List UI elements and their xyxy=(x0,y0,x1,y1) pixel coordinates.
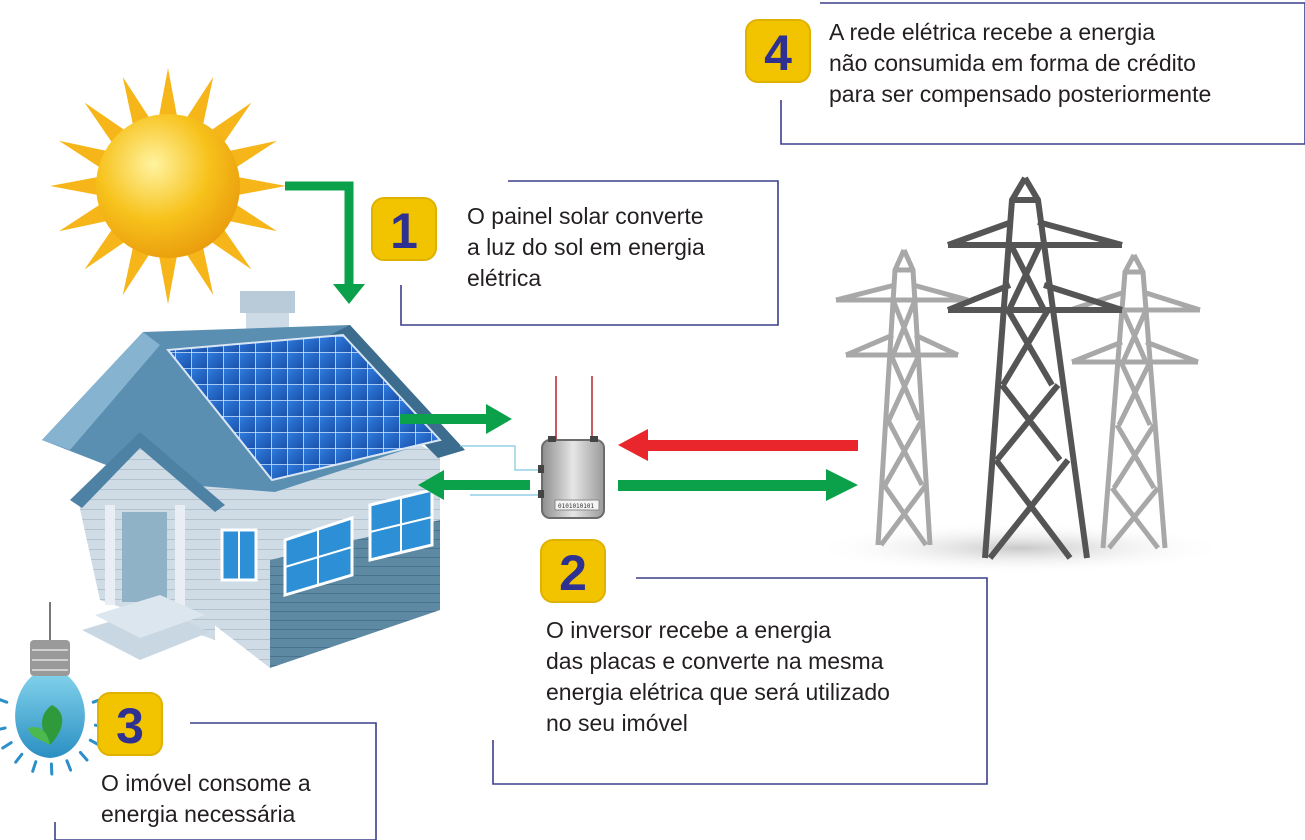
bulb-glow-ray xyxy=(78,751,89,762)
bulb-glow-ray xyxy=(0,726,7,731)
step-3-badge: 3 xyxy=(97,692,163,756)
solar-panel-icon xyxy=(166,333,442,482)
step-3-text: O imóvel consome a energia necessária xyxy=(101,770,311,827)
step-4-text: A rede elétrica recebe a energia não con… xyxy=(829,19,1212,107)
step-1-text: O painel solar converte a luz do sol em … xyxy=(467,203,705,291)
callout-lines xyxy=(54,2,1305,840)
sun-ray xyxy=(231,175,286,197)
sun-to-panel-arrow xyxy=(285,181,365,304)
step-4-badge: 4 xyxy=(745,19,811,83)
inverter-icon: 0101010101 xyxy=(538,436,605,519)
house-icon xyxy=(42,291,465,668)
callout-line-step-1 xyxy=(400,180,779,326)
step-1-badge: 1 xyxy=(371,197,437,261)
panel-to-inverter-arrow xyxy=(400,404,512,434)
inverter-wires xyxy=(555,376,593,440)
callout-line-step-4 xyxy=(780,2,1305,145)
inverter-display: 0101010101 xyxy=(558,503,595,510)
flow-arrows xyxy=(400,404,858,501)
inverter-to-grid-arrow xyxy=(618,469,858,501)
step-2-badge: 2 xyxy=(540,539,606,603)
sun-icon xyxy=(50,68,286,304)
sun-ray xyxy=(50,175,105,197)
transmission-tower-icon xyxy=(835,176,1201,560)
sun-ray xyxy=(157,68,179,123)
bulb-glow-ray xyxy=(65,759,73,772)
step-2-number: 2 xyxy=(559,545,587,601)
inverter-to-house-arrow xyxy=(418,470,530,500)
callout-line-step-3 xyxy=(54,722,377,840)
step-2-text: O inversor recebe a energia das placas e… xyxy=(546,617,890,736)
bulb-glow-ray xyxy=(31,760,38,773)
step-3-number: 3 xyxy=(116,698,144,754)
sun-ray xyxy=(157,249,179,304)
callout-line-step-2 xyxy=(492,577,988,785)
tower-shadow xyxy=(810,522,1230,574)
grid-to-inverter-arrow xyxy=(618,429,858,461)
bulb-glow-ray xyxy=(14,752,24,764)
bulb-glow-ray xyxy=(1,741,13,750)
step-4-number: 4 xyxy=(764,25,792,81)
bulb-glow-ray xyxy=(0,698,9,704)
light-bulb-icon xyxy=(0,602,107,776)
step-1-number: 1 xyxy=(390,203,418,259)
